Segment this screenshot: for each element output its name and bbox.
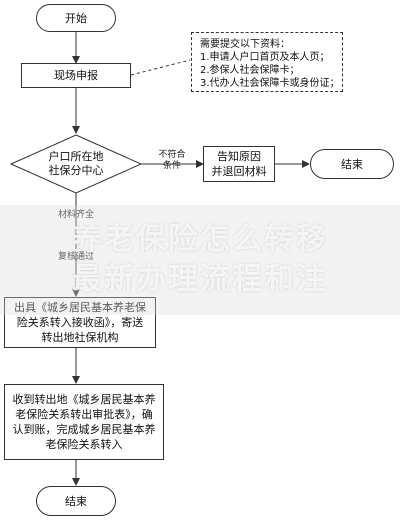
start-node: 开始 (36, 4, 116, 32)
not-qualified-label: 不符合 条件 (158, 150, 186, 171)
end-final-node: 结束 (36, 486, 116, 516)
issue-transfer-letter-node: 出具《城乡居民基本养老保 险关系转入接收函》，寄送 转出地社保机构 (4, 297, 156, 348)
materials-complete-label: 材料齐全 (57, 210, 94, 220)
materials-note-item-1: 1.申请人户口首页及本人页； (200, 52, 330, 63)
materials-note-title: 需要提交以下资料： (200, 39, 290, 50)
materials-note-item-3: 3.代办人社会保障卡或身份证； (200, 78, 340, 89)
decision-label: 户口所在地 社保分中心 (48, 150, 104, 177)
apply-on-site-node: 现场申报 (21, 63, 131, 88)
end-reject-node: 结束 (310, 149, 394, 179)
materials-note-item-2: 2.参保人社会保障卡； (200, 65, 300, 76)
dashed-link-note (130, 59, 191, 76)
review-passed-label: 复核通过 (57, 252, 94, 262)
return-materials-node: 告知原因 并退回材料 (203, 146, 275, 182)
materials-note: 需要提交以下资料： 1.申请人户口首页及本人页； 2.参保人社会保障卡； 3.代… (191, 32, 343, 92)
receive-approval-node: 收到转出地《城乡居民基本养 老保险关系转出审批表》，确 认到账，完成城乡居民基本… (4, 384, 164, 460)
